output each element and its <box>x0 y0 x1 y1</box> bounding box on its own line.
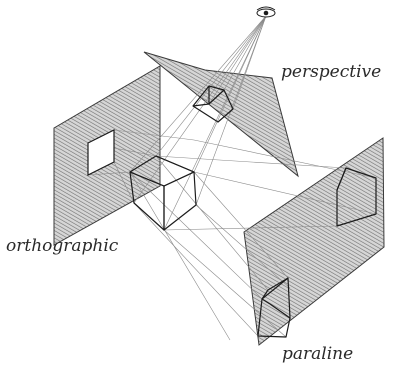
central-cube <box>129 155 197 231</box>
orthographic-label: orthographic <box>6 236 119 256</box>
paraline-projection <box>257 277 291 338</box>
perspective-rays <box>129 15 267 231</box>
paraline-projectors <box>129 155 291 341</box>
paraline-label: paraline <box>282 344 354 364</box>
perspective-label: perspective <box>281 62 382 82</box>
perspective-projection <box>192 85 234 123</box>
orthographic-projection <box>87 129 115 176</box>
right-plane-projection <box>336 167 377 227</box>
eye-icon <box>256 6 276 18</box>
paraline-plane <box>243 137 385 346</box>
